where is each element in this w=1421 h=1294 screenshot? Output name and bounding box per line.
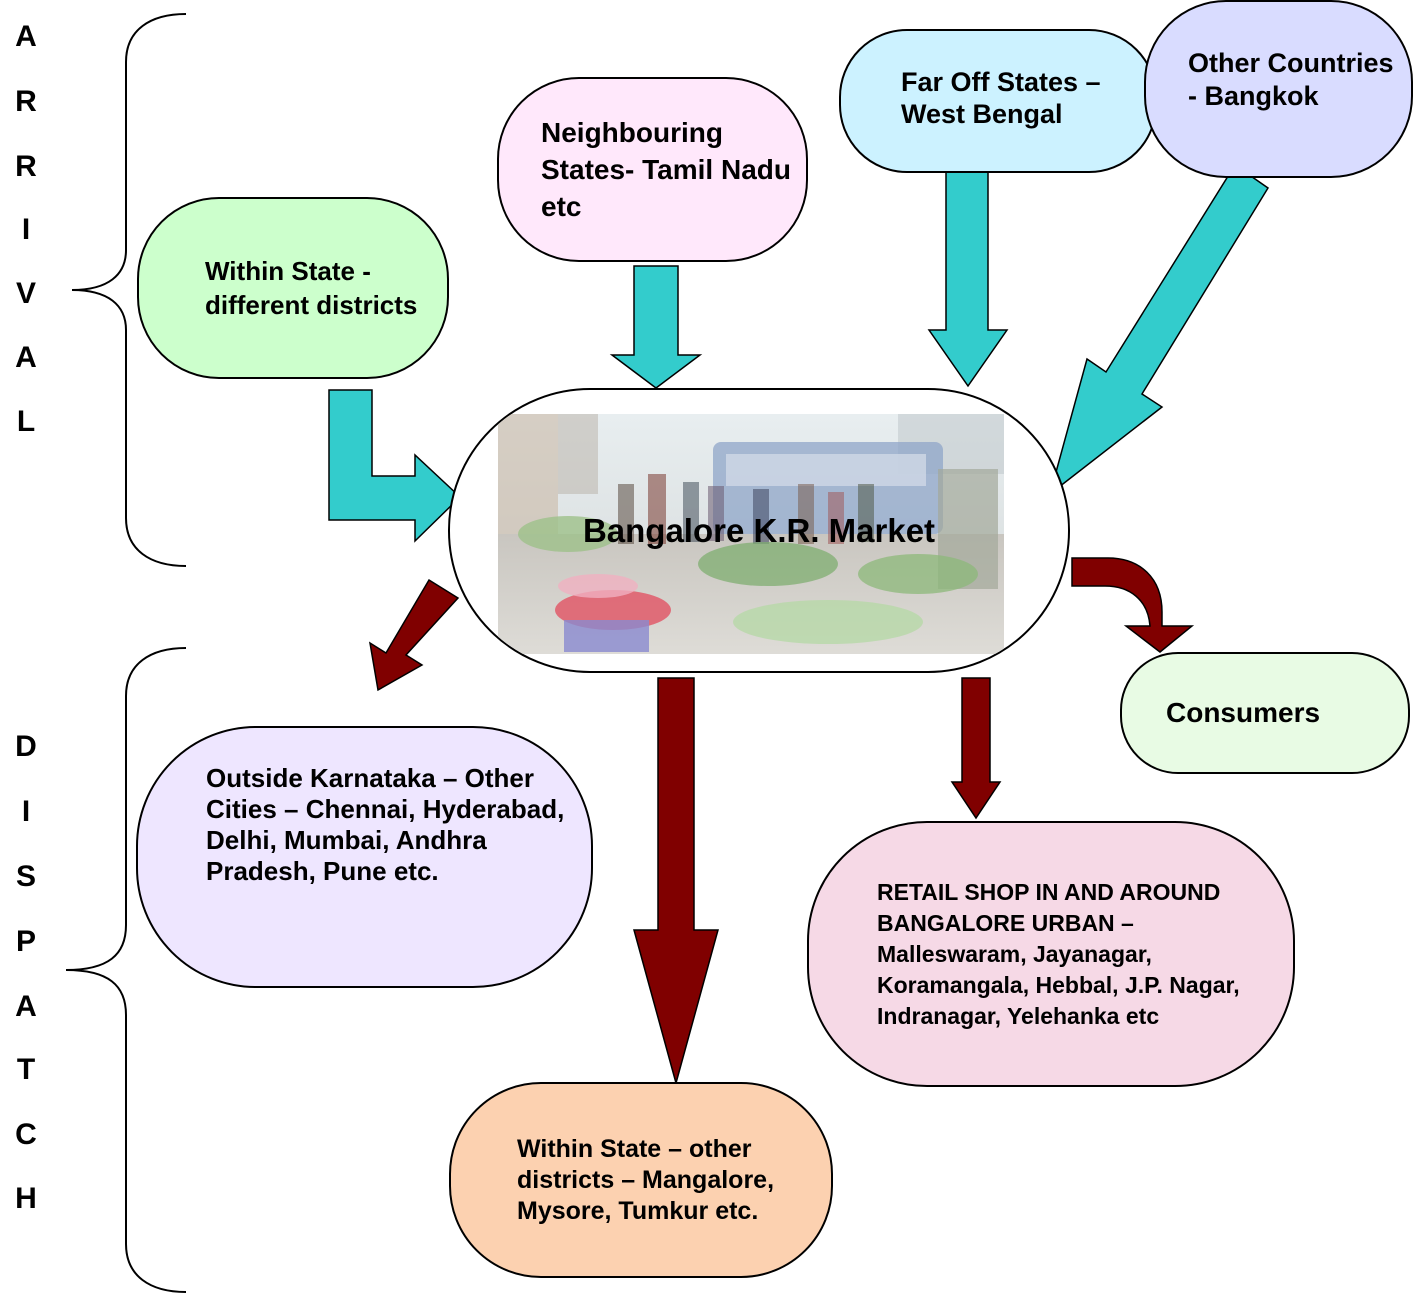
arrival-letter: A [15, 20, 37, 53]
dispatch-letter: C [15, 1118, 37, 1151]
arrival-letter: A [15, 341, 37, 374]
dispatch-letter: I [21, 795, 31, 828]
arrow-faroff-to-market [927, 171, 1009, 388]
node-label: Within State – other districts – Mangalo… [517, 1134, 775, 1225]
node-label: Consumers [1166, 697, 1321, 728]
retail-shop-node: RETAIL SHOP IN AND AROUND BANGALORE URBA… [807, 821, 1295, 1087]
arrow-market-to-consumers [1071, 557, 1195, 653]
arrow-market-to-outside-karnataka [368, 578, 460, 692]
arrival-letter: R [15, 150, 37, 183]
market-photo [498, 414, 1004, 654]
within-state-arrival-node: Within State - different districts [137, 197, 449, 379]
node-label: Outside Karnataka – Other Cities – Chenn… [206, 763, 565, 886]
other-countries-node: Other Countries - Bangkok [1144, 0, 1413, 178]
node-label: RETAIL SHOP IN AND AROUND BANGALORE URBA… [877, 878, 1240, 1029]
far-off-states-node: Far Off States –West Bengal [839, 29, 1157, 173]
arrow-neighbouring-to-market [609, 265, 703, 389]
node-label: Other Countries - Bangkok [1188, 48, 1394, 111]
arrival-letter: L [16, 405, 36, 438]
dispatch-brace [65, 647, 187, 1293]
arrow-market-to-retail [950, 677, 1002, 820]
outside-karnataka-node: Outside Karnataka – Other Cities – Chenn… [136, 726, 593, 988]
dispatch-letter: D [15, 730, 37, 763]
arrival-letter: I [21, 213, 31, 246]
arrival-letter: V [15, 277, 36, 310]
arrow-within-state-to-market [328, 389, 462, 543]
market-node: Bangalore K.R. Market [448, 388, 1070, 673]
arrow-market-to-within-state [633, 677, 719, 1086]
dispatch-letter: H [15, 1182, 37, 1215]
consumers-node: Consumers [1120, 652, 1410, 774]
market-label: Bangalore K.R. Market [582, 511, 936, 549]
node-label: Neighbouring States- Tamil Nadu etc [541, 117, 791, 222]
within-state-dispatch-node: Within State – other districts – Mangalo… [449, 1082, 833, 1278]
dispatch-letter: T [16, 1053, 36, 1086]
node-label: Far Off States –West Bengal [901, 67, 1101, 129]
dispatch-letter: S [15, 860, 36, 893]
arrival-letter: R [15, 85, 37, 118]
node-label: Within State - different districts [205, 256, 418, 320]
dispatch-letter: A [15, 990, 37, 1023]
dispatch-letter: P [15, 925, 36, 958]
neighbouring-states-node: Neighbouring States- Tamil Nadu etc [497, 77, 808, 262]
arrival-brace [71, 13, 187, 567]
arrow-other-countries-to-market [1048, 163, 1270, 496]
